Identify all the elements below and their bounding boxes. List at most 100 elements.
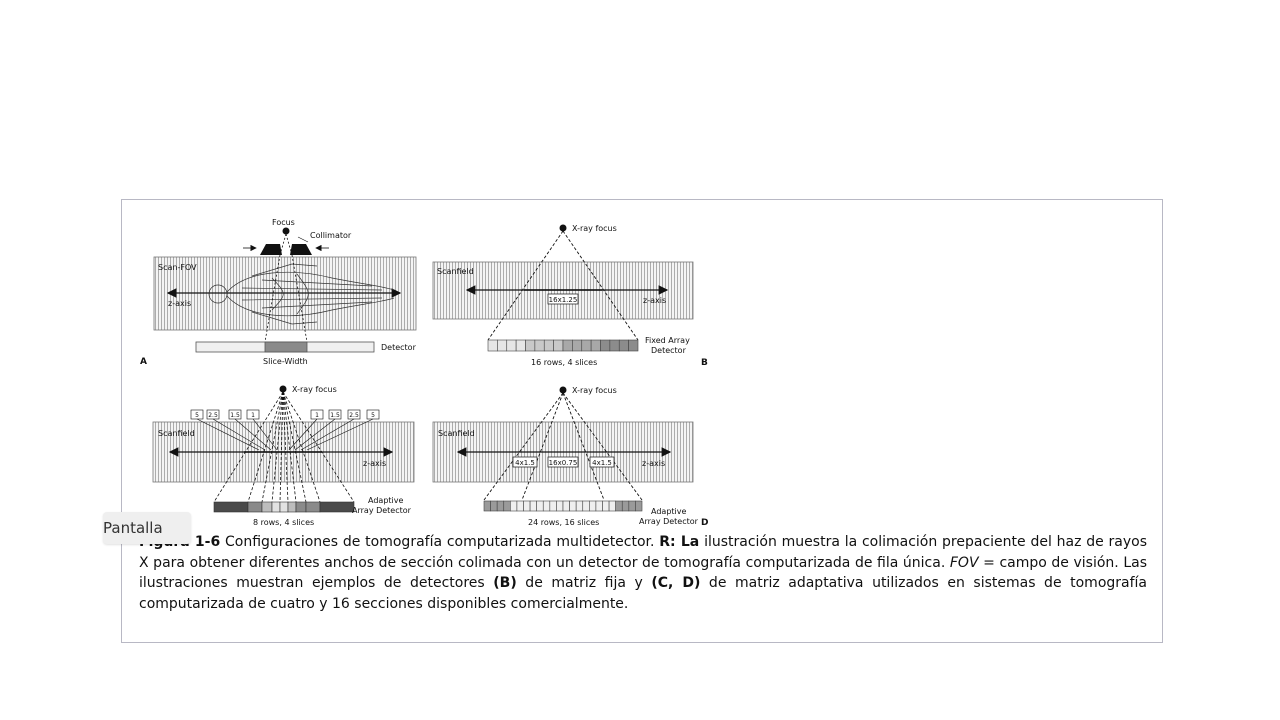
collimation-box-label: 16x1.25: [549, 296, 578, 304]
figure-caption: Figura 1-6 Configuraciones de tomografía…: [139, 532, 1147, 614]
detector-cell: [516, 500, 524, 512]
detector-cell: [609, 339, 620, 352]
detector-cell: [506, 339, 517, 352]
box-mid: [547, 456, 579, 468]
beam-ray: [282, 391, 307, 503]
detector-cell: [581, 339, 592, 352]
box-left-label: 4x1.5: [515, 459, 535, 467]
z-axis-label: z-axis: [168, 299, 191, 308]
box-mid-label: 16x0.75: [549, 459, 578, 467]
z-axis-label: z-axis: [643, 296, 666, 305]
detector-cell: [562, 500, 570, 512]
focus-point-icon: [282, 227, 290, 235]
slice-width-label: 2.5: [349, 412, 359, 419]
detector-cell: [542, 500, 551, 512]
beam-ray: [282, 391, 297, 503]
body-outline-icon: [208, 263, 395, 325]
detector-label-1: Adaptive: [651, 507, 686, 516]
ct-configurations-figure: Scan-FOV z-axis: [140, 218, 708, 528]
detector-label-1: Adaptive: [368, 496, 403, 505]
scanfield-label: Scanfield: [438, 429, 475, 438]
fixed-array-detector: [487, 339, 639, 352]
scanfield-label: Scanfield: [437, 267, 474, 276]
detector-cell: [590, 339, 601, 352]
panel-a-letter: A: [140, 357, 147, 367]
detector-cell: [534, 339, 545, 352]
xray-focus-label: X-ray focus: [572, 224, 617, 233]
slice-width-segment: [264, 341, 308, 353]
detector-cell: [529, 500, 537, 512]
adaptive-array-detector: [213, 501, 355, 513]
caption-fov: FOV: [949, 554, 979, 571]
pantalla-tooltip[interactable]: Pantalla: [103, 512, 191, 544]
detector-label-1: Fixed Array: [645, 336, 690, 345]
detector-cell: [279, 501, 289, 513]
detector-cell: [582, 500, 590, 512]
label-leader: [306, 418, 374, 451]
detector-cell: [608, 500, 616, 512]
slide-frame: Scan-FOV z-axis: [121, 199, 1163, 643]
beam-ray: [282, 391, 289, 503]
xray-focus-label: X-ray focus: [572, 386, 617, 395]
detector-cell: [319, 501, 355, 513]
beam-ray: [282, 391, 321, 503]
beam-ray: [247, 391, 284, 503]
xray-focus-icon: [279, 385, 287, 393]
adaptive-array-detector: [483, 500, 643, 512]
detector-cell: [515, 339, 526, 352]
detector-cell: [247, 501, 263, 513]
box-right: [589, 456, 615, 468]
caption-text-2: ilustración muestra la colimación prepac…: [139, 534, 1148, 571]
z-axis-label: z-axis: [642, 459, 665, 468]
panel-d-letter: D: [701, 518, 708, 528]
slice-width-label: 1.5: [330, 412, 340, 419]
scanfield-label: Scanfield: [158, 429, 195, 438]
detector-cell: [261, 501, 273, 513]
label-leader: [234, 418, 272, 451]
detector-cell: [572, 339, 583, 352]
focus-label: Focus: [272, 218, 295, 227]
caption-text-3: = campo de visión. Las ilustraciones mue…: [139, 554, 1147, 592]
detector-cell: [271, 501, 281, 513]
detector-cell: [553, 339, 564, 352]
detector-cell: [496, 500, 505, 512]
collimator-label: Collimator: [310, 231, 352, 240]
panel-d: X-ray focus Scanfield z-axis 4x1.5 16x0.…: [432, 386, 708, 528]
detector-cell: [487, 339, 498, 352]
box-right-label: 4x1.5: [592, 459, 612, 467]
detector-cell: [213, 501, 249, 513]
detector-cell: [295, 501, 307, 513]
label-leader: [212, 418, 266, 451]
scan-fov-label: Scan-FOV: [158, 263, 197, 272]
beam-ray: [213, 391, 284, 503]
xray-focus-label: X-ray focus: [292, 385, 337, 394]
slice-width-label: 1: [315, 412, 319, 419]
detector-cell: [621, 500, 630, 512]
label-leader: [294, 418, 336, 451]
detector-cell: [562, 339, 573, 352]
detector-cell: [589, 500, 597, 512]
beam-ray: [279, 391, 284, 503]
beam-ray: [271, 391, 284, 503]
detector-label: Detector: [381, 343, 417, 352]
detector-cell: [595, 500, 603, 512]
detector-cell: [287, 501, 297, 513]
detector-cell: [635, 500, 643, 512]
detector-cell: [615, 500, 623, 512]
beam-ray: [261, 391, 284, 503]
detector-cell: [503, 500, 511, 512]
detector-cell: [523, 500, 531, 512]
detector-cell: [536, 500, 544, 512]
z-axis-label: z-axis: [363, 459, 386, 468]
detector-cell: [569, 500, 577, 512]
slice-width-label: 1: [251, 412, 255, 419]
caption-cd-label: (C, D): [651, 575, 701, 591]
label-leader: [288, 418, 318, 451]
detector-label-2: Detector: [651, 346, 687, 355]
detector-cell: [490, 500, 498, 512]
label-leader: [196, 418, 260, 451]
caption-b-label: (B): [493, 575, 517, 591]
detector-cell: [305, 501, 321, 513]
detector-cell: [556, 500, 564, 512]
